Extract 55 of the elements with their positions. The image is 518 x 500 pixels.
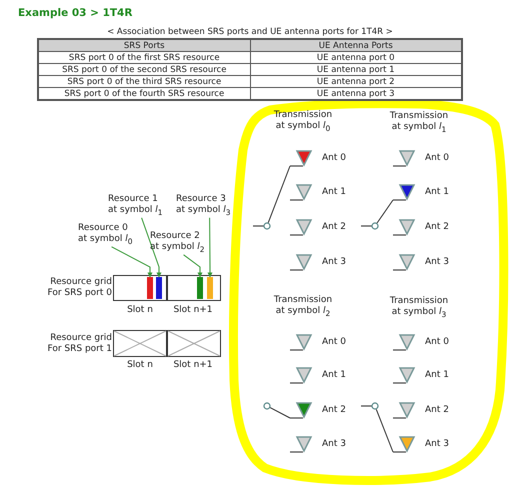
antenna-label: Ant 3 bbox=[322, 439, 346, 450]
table-cell: UE antenna port 0 bbox=[250, 52, 462, 64]
switch-pivot bbox=[263, 402, 271, 410]
resource-bar bbox=[197, 277, 203, 299]
table-header-cell: UE Antenna Ports bbox=[250, 39, 462, 52]
switch-pivot bbox=[263, 222, 271, 230]
switch-line bbox=[376, 200, 394, 224]
antenna-label: Ant 0 bbox=[322, 337, 346, 348]
antenna-label: Ant 3 bbox=[425, 439, 449, 450]
resource-label: Resource 0 at symbol l$_{0}$ bbox=[78, 223, 134, 247]
antenna-label: Ant 2 bbox=[425, 405, 449, 416]
antenna-label: Ant 0 bbox=[322, 153, 346, 164]
antenna-label: Ant 1 bbox=[322, 370, 346, 381]
table-cell: SRS port 0 of the second SRS resource bbox=[38, 64, 250, 76]
table-cell: UE antenna port 1 bbox=[250, 64, 462, 76]
switch-pivot bbox=[371, 222, 379, 230]
title: Example 03 > 1T4R bbox=[18, 7, 132, 19]
switch-line bbox=[268, 166, 290, 224]
resource-bar bbox=[156, 277, 162, 299]
slot-label: Slot n bbox=[126, 305, 154, 316]
table-cell: UE antenna port 2 bbox=[250, 76, 462, 88]
antenna-label: Ant 1 bbox=[322, 187, 346, 198]
antenna-label: Ant 2 bbox=[322, 222, 346, 233]
leader-arrow bbox=[111, 246, 152, 278]
switch-line bbox=[270, 407, 290, 418]
table-header-cell: SRS Ports bbox=[38, 39, 250, 52]
resource-bar bbox=[207, 277, 213, 299]
table-cell: SRS port 0 of the third SRS resource bbox=[38, 76, 250, 88]
slot-label: Slot n bbox=[126, 360, 154, 371]
leader-arrow bbox=[183, 254, 202, 278]
antenna-label: Ant 2 bbox=[322, 405, 346, 416]
resource-label: Resource 1 at symbol l$_{1}$ bbox=[108, 194, 164, 218]
panel-title: Transmission at symbol l$_{3}$ bbox=[388, 296, 450, 320]
panel-title: Transmission at symbol l$_{1}$ bbox=[388, 111, 450, 135]
panel-title: Transmission at symbol l$_{0}$ bbox=[272, 110, 334, 134]
leader-arrow bbox=[141, 217, 162, 278]
antenna-label: Ant 1 bbox=[425, 370, 449, 381]
resource-label: Resource 3 at symbol l$_{3}$ bbox=[176, 194, 232, 218]
switch-line bbox=[376, 408, 394, 452]
antenna-label: Ant 0 bbox=[425, 153, 449, 164]
resource-bar bbox=[147, 277, 153, 299]
leader-arrow bbox=[208, 217, 212, 278]
antenna-label: Ant 0 bbox=[425, 337, 449, 348]
slot-label: Slot n+1 bbox=[172, 360, 214, 371]
slot-label: Slot n+1 bbox=[172, 305, 214, 316]
table-caption: < Association between SRS ports and UE antenna ports for 1T4R > bbox=[106, 27, 394, 38]
antenna-label: Ant 3 bbox=[425, 257, 449, 268]
panel-title: Transmission at symbol l$_{2}$ bbox=[272, 295, 334, 319]
table-cell: SRS port 0 of the first SRS resource bbox=[38, 52, 250, 64]
antenna-label: Ant 1 bbox=[425, 187, 449, 198]
antenna-label: Ant 2 bbox=[425, 222, 449, 233]
antenna-label: Ant 3 bbox=[322, 257, 346, 268]
grid-label: Resource grid For SRS port 1 bbox=[46, 333, 112, 355]
grid-label: Resource grid For SRS port 0 bbox=[46, 277, 112, 299]
switch-pivot bbox=[371, 402, 379, 410]
